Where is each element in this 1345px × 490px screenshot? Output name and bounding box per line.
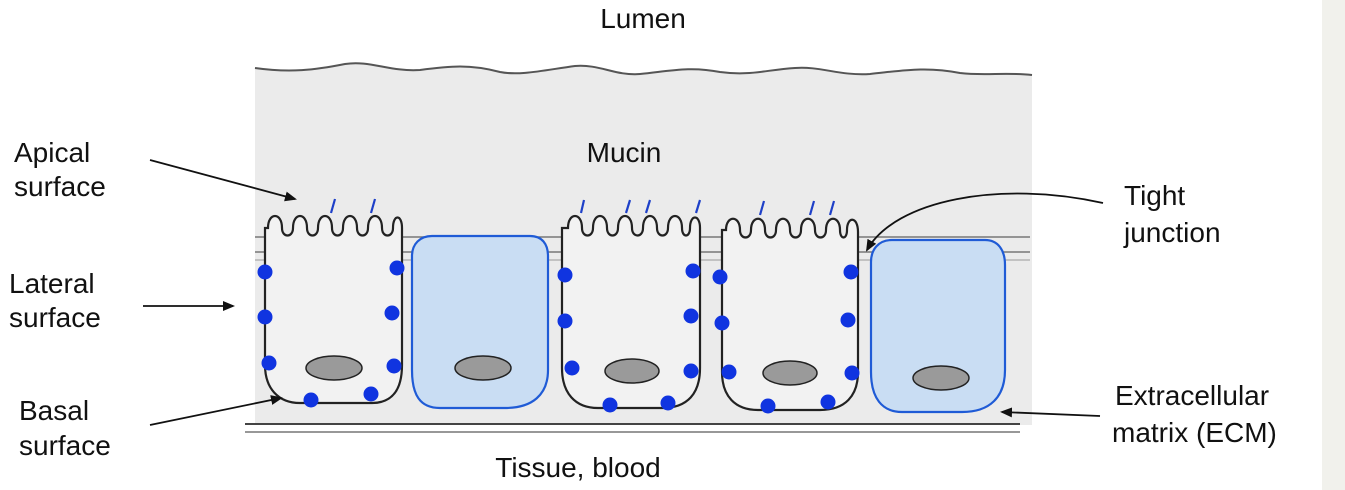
junction-dot — [387, 359, 402, 374]
epithelial-cell-3 — [713, 201, 860, 414]
junction-dot — [603, 398, 618, 413]
basal-surface-label-line1: Basal — [19, 395, 89, 426]
junction-dot — [686, 264, 701, 279]
lateral-surface-label-line2: surface — [9, 302, 101, 333]
junction-dot — [262, 356, 277, 371]
junction-dot — [304, 393, 319, 408]
junction-dot — [844, 265, 859, 280]
ecm-label-line1: Extracellular — [1115, 380, 1269, 411]
junction-dot — [558, 314, 573, 329]
junction-dot — [661, 396, 676, 411]
nucleus — [455, 356, 511, 380]
lateral-surface-label-line1: Lateral — [9, 268, 95, 299]
junction-dot — [258, 310, 273, 325]
goblet-cell-2 — [871, 240, 1005, 412]
epithelial-cell-2 — [558, 200, 701, 413]
mucin-label: Mucin — [587, 137, 662, 168]
nucleus — [763, 361, 817, 385]
junction-dot — [565, 361, 580, 376]
nucleus — [306, 356, 362, 380]
apical-surface-label-line1: Apical — [14, 137, 90, 168]
basal-surface-label-line2: surface — [19, 430, 111, 461]
junction-dot — [390, 261, 405, 276]
junction-dot — [684, 364, 699, 379]
junction-dot — [821, 395, 836, 410]
junction-dot — [684, 309, 699, 324]
goblet-cell-1-outline — [412, 236, 548, 408]
junction-dot — [722, 365, 737, 380]
nucleus — [605, 359, 659, 383]
junction-dot — [713, 270, 728, 285]
goblet-cell-1 — [412, 236, 548, 408]
lumen-label: Lumen — [600, 3, 686, 34]
junction-dot — [385, 306, 400, 321]
tissue-blood-label: Tissue, blood — [495, 452, 661, 483]
apical-surface-label-line2: surface — [14, 171, 106, 202]
junction-dot — [558, 268, 573, 283]
tight-junction-label-line1: Tight — [1124, 180, 1185, 211]
junction-dot — [258, 265, 273, 280]
junction-dot — [715, 316, 730, 331]
epithelial-cell-1 — [258, 199, 405, 408]
junction-dot — [364, 387, 379, 402]
junction-dot — [841, 313, 856, 328]
tight-junction-label-line2: junction — [1123, 217, 1221, 248]
page-edge-shadow — [1322, 0, 1345, 490]
junction-dot — [761, 399, 776, 414]
ecm-label-line2: matrix (ECM) — [1112, 417, 1277, 448]
nucleus — [913, 366, 969, 390]
junction-dot — [845, 366, 860, 381]
